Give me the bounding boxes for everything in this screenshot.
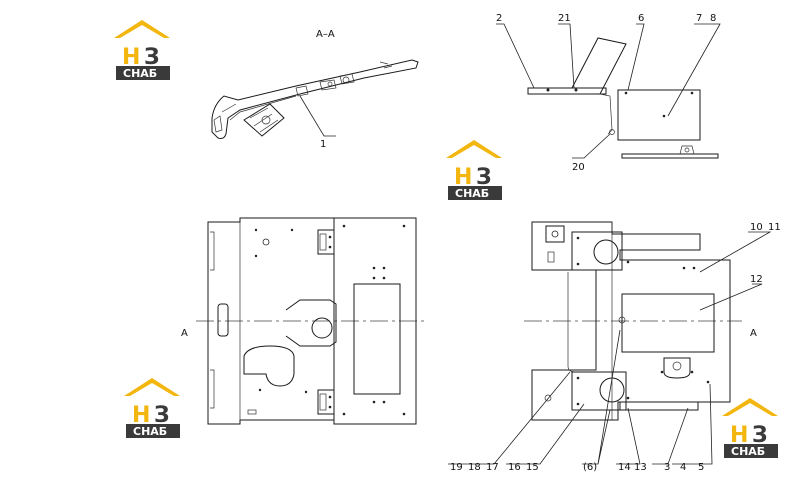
callout-18: 18	[468, 462, 481, 473]
logo-middle: Н З СНАБ	[446, 140, 502, 200]
callout-16: 16	[508, 462, 521, 473]
logo-top-left: Н З СНАБ	[114, 20, 170, 80]
callouts-bottom-right: 10 11 12 19 18 17 16 15 (6) 14 13 3 4 5	[448, 222, 781, 473]
callout-4: 4	[680, 462, 686, 473]
logo-letter-h: Н	[454, 165, 472, 190]
callout-1: 1	[320, 139, 326, 150]
section-mark-left: A	[181, 328, 188, 339]
callout-14: 14	[618, 462, 631, 473]
callout-20: 20	[572, 162, 585, 173]
logo-letter-3: З	[144, 45, 160, 70]
section-title: A–A	[316, 29, 335, 40]
callout-3: 3	[664, 462, 670, 473]
logo-letter-h: Н	[132, 403, 150, 428]
callout-17: 17	[486, 462, 499, 473]
plan-view-left	[207, 217, 417, 425]
callout-10: 10	[750, 222, 763, 233]
logo-text: СНАБ	[123, 67, 157, 80]
logo-letter-3: З	[154, 403, 170, 428]
logo-letter-3: З	[476, 165, 492, 190]
callout-7: 7	[696, 13, 702, 24]
callout-2: 2	[496, 13, 502, 24]
callout-21: 21	[558, 13, 571, 24]
section-view-a-a: A–A 1	[211, 29, 419, 150]
plan-view-right	[531, 221, 731, 421]
callout-5: 5	[698, 462, 704, 473]
logo-bottom-right: Н З СНАБ	[722, 398, 778, 458]
logo-letter-h: Н	[730, 423, 748, 448]
callout-6-ref: (6)	[583, 462, 597, 473]
logo-letter-h: Н	[122, 45, 140, 70]
logo-text: СНАБ	[133, 425, 167, 438]
logo-text: СНАБ	[731, 445, 765, 458]
logo-text: СНАБ	[455, 187, 489, 200]
callout-13: 13	[634, 462, 647, 473]
section-line-a-a: A A	[181, 320, 757, 339]
logo-bottom-left: Н З СНАБ	[124, 378, 180, 438]
callout-11: 11	[768, 222, 781, 233]
callout-6: 6	[638, 13, 644, 24]
callout-19: 19	[450, 462, 463, 473]
logo-letter-3: З	[752, 423, 768, 448]
detail-view-top-right: 2 21 6 7 8 20	[496, 13, 721, 173]
callout-8: 8	[710, 13, 716, 24]
callout-15: 15	[526, 462, 539, 473]
section-mark-right: A	[750, 328, 757, 339]
callout-12: 12	[750, 274, 763, 285]
